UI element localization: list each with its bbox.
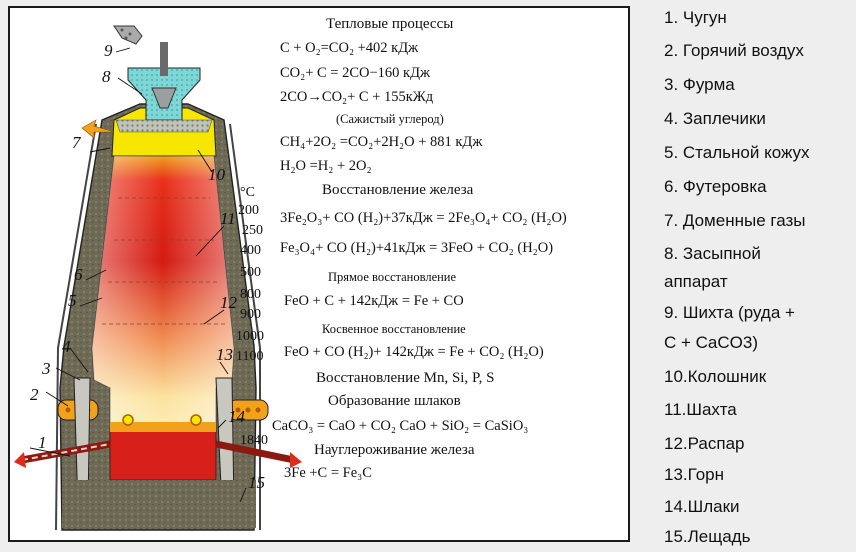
heading-soot: (Сажистый углерод) <box>336 112 444 126</box>
callout-14: 14 <box>228 407 246 426</box>
heading-slag: Образование шлаков <box>328 393 461 409</box>
blast-furnace-drawing: 1 2 3 4 5 6 7 8 9 10 11 12 13 14 15 °C 2… <box>14 25 302 531</box>
hearth <box>109 427 217 481</box>
temp-1840: 1840 <box>240 433 268 448</box>
legend-item-7: 7. Доменные газы <box>664 211 806 230</box>
legend-item-12: 12.Распар <box>664 434 745 453</box>
heading-indirect: Косвенное восстановление <box>322 322 466 336</box>
zone-lines <box>102 197 226 325</box>
slag-layer <box>110 422 216 432</box>
temp-900: 900 <box>240 307 261 322</box>
legend-item-14: 14.Шлаки <box>664 497 740 516</box>
steel-casing-left <box>55 123 97 531</box>
legend-item-8: 8. Засыпной <box>664 244 761 263</box>
callout-1: 1 <box>38 433 47 452</box>
callout-15: 15 <box>248 473 265 492</box>
callout-12: 12 <box>220 293 238 312</box>
charging-cone <box>151 87 177 109</box>
legend-item-10: 10.Колошник <box>664 367 767 386</box>
temp-1100: 1100 <box>236 349 263 364</box>
charge-arrow <box>113 25 143 45</box>
legend-item-9: 9. Шихта (руда + <box>664 303 795 322</box>
temp-400: 400 <box>240 243 261 258</box>
diagram-frame: 1 2 3 4 5 6 7 8 9 10 11 12 13 14 15 °C 2… <box>8 6 630 542</box>
callout-5: 5 <box>68 291 77 310</box>
heading-thermal: Тепловые процессы <box>326 16 454 32</box>
temp-unit: °C <box>240 185 255 200</box>
legend-item-4: 4. Заплечики <box>664 109 766 128</box>
legend-item-3: 3. Фурма <box>664 75 735 94</box>
legend-item-13: 13.Горн <box>664 465 724 484</box>
charging-stem <box>160 42 168 76</box>
temp-250: 250 <box>242 223 263 238</box>
callout-7: 7 <box>72 133 82 152</box>
legend-item-1: 1. Чугун <box>664 8 727 27</box>
charge-layer <box>115 119 213 133</box>
slag-taphole <box>215 440 295 464</box>
legend-item-8-cont: аппарат <box>664 272 728 291</box>
gas-outlet-arrow <box>81 119 115 139</box>
equation-11: 3Fe +C = Fe₃C <box>284 465 372 481</box>
legend-item-15: 15.Лещадь <box>664 527 751 546</box>
heading-mn: Восстановление Mn, Si, P, S <box>316 370 495 386</box>
callout-10: 10 <box>208 165 226 184</box>
equation-5: H₂O =H₂ + 2O₂ <box>280 158 372 174</box>
callout-13: 13 <box>216 345 233 364</box>
bottom-block <box>62 480 256 528</box>
equation-2: CO₂+ C = 2CO−160 кДж <box>280 65 430 81</box>
tuyere-left <box>122 414 134 426</box>
steel-casing-right <box>229 123 261 530</box>
heading-carb: Науглероживание железа <box>314 442 475 458</box>
legend-item-6: 6. Футеровка <box>664 177 767 196</box>
equation-8: FeO + C + 142кДж = Fe + CO <box>284 293 464 309</box>
callout-2: 2 <box>30 385 39 404</box>
callout-11: 11 <box>220 209 236 228</box>
heading-reduction: Восстановление железа <box>322 182 474 198</box>
callout-9: 9 <box>104 41 113 60</box>
temp-200: 200 <box>238 203 259 218</box>
callout-8: 8 <box>102 67 111 86</box>
equation-10: CaCO₃ = CaO + CO₂ CaO + SiO₂ = CaSiO₃ <box>272 418 529 434</box>
equation-3: 2CO→CO₂+ C + 155кЖд <box>280 89 434 105</box>
callout-4: 4 <box>62 337 71 356</box>
tuyere-right <box>190 414 202 426</box>
callout-3: 3 <box>41 359 51 378</box>
temp-800: 800 <box>240 287 261 302</box>
equation-4: CH₄+2O₂ =CO₂+2H₂O + 881 кДж <box>280 134 483 150</box>
temp-1000: 1000 <box>236 329 264 344</box>
equation-7: Fe₃O₄+ CO (H₂)+41кДж = 3FeO + CO₂ (H₂O) <box>280 240 554 256</box>
legend-item-2: 2. Горячий воздух <box>664 41 804 60</box>
legend-item-11: 11.Шахта <box>664 400 737 419</box>
legend-item-9-cont: C + CaCO3) <box>664 333 758 352</box>
equation-9: FeO + CO (H₂)+ 142кДж = Fe + CO₂ (H₂O) <box>284 344 544 360</box>
heading-direct: Прямое восстановление <box>328 270 457 284</box>
callout-6: 6 <box>74 265 83 284</box>
equation-6: 3Fe₂O₃+ CO (H₂)+37кДж = 2Fe₃O₄+ CO₂ (H₂O… <box>280 210 567 226</box>
equation-1: C + O₂=CO₂ +402 кДж <box>280 40 419 56</box>
temp-500: 500 <box>240 265 261 280</box>
legend-item-5: 5. Стальной кожух <box>664 143 810 162</box>
